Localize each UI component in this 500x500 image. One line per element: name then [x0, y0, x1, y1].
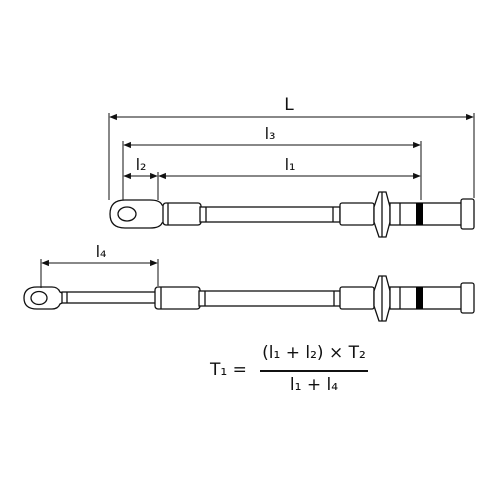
- formula-lhs: T₁ =: [210, 360, 247, 380]
- upper-grip-band: [416, 203, 423, 225]
- upper-grip: [389, 202, 463, 226]
- lower-grip-band: [416, 287, 423, 309]
- lower-rod: [61, 291, 158, 304]
- lower-ring-hole: [30, 290, 48, 306]
- torque-formula: T₁ = (l₁ + l₂) × T₂ l₁ + l₄: [210, 338, 370, 408]
- lower-grip: [389, 286, 463, 310]
- fraction-bar: [260, 370, 368, 372]
- extension-lines: [40, 113, 475, 288]
- upper-barrel: [339, 202, 375, 226]
- label-l2: l₂: [136, 155, 147, 174]
- upper-wrench: [109, 191, 475, 238]
- upper-neck: [162, 202, 202, 226]
- upper-ring-hole: [117, 206, 137, 222]
- lower-neck: [154, 286, 201, 310]
- dimension-lines: [41, 113, 474, 267]
- upper-end-cap: [460, 198, 475, 230]
- formula-denominator: l₁ + l₄: [289, 375, 339, 395]
- label-L: L: [284, 95, 294, 115]
- formula-numerator: (l₁ + l₂) × T₂: [262, 343, 366, 363]
- label-l3: l₃: [265, 124, 276, 143]
- lower-shaft: [198, 290, 342, 307]
- label-l4: l₄: [96, 242, 107, 261]
- lower-end-cap: [460, 282, 475, 314]
- lower-wrench: [23, 275, 475, 322]
- lower-barrel: [339, 286, 375, 310]
- upper-shaft: [199, 206, 341, 223]
- label-l1: l₁: [285, 155, 296, 174]
